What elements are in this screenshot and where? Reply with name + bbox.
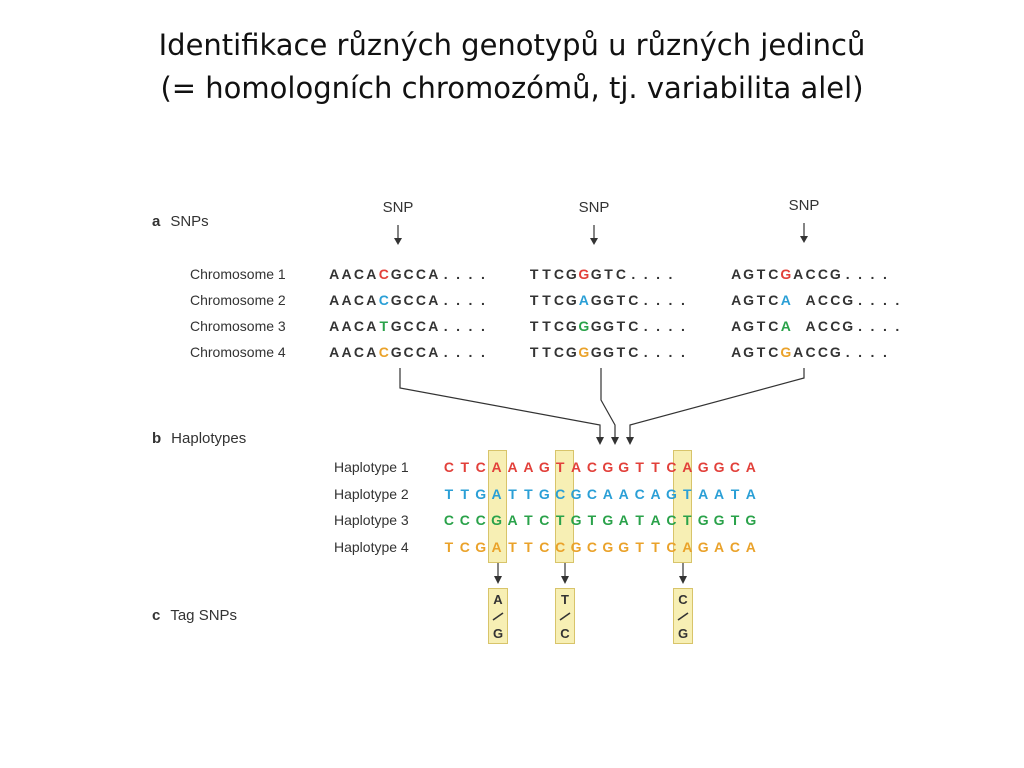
snp-column-highlight-1 (488, 450, 507, 563)
tag-snp-2-top: T (561, 592, 569, 607)
snp-label-3: SNP (788, 197, 820, 214)
snp-label-1: SNP (382, 199, 414, 216)
tag-snp-1-top: A (493, 592, 503, 607)
chromosome-label: Chromosome 3 (190, 318, 286, 334)
chromosome-label: Chromosome 4 (190, 344, 286, 360)
chromosome-label: Chromosome 2 (190, 292, 286, 308)
title-line-2: (= homologních chromozómů, tj. variabili… (160, 71, 864, 105)
snp-column-highlight-3 (673, 450, 692, 563)
connector-line-1 (399, 368, 601, 440)
snp-arrowhead-2 (590, 238, 598, 245)
haplotype-label: Haplotype 1 (334, 459, 409, 475)
snp-label-2: SNP (578, 199, 610, 216)
chromosome-label: Chromosome 1 (190, 266, 286, 282)
page-title: Identifikace různých genotypů u různých … (0, 24, 1024, 110)
haplotype-label: Haplotype 3 (334, 512, 409, 528)
haplotype-label: Haplotype 4 (334, 539, 409, 555)
snp-arrowhead-1 (394, 238, 402, 245)
connector-line-2 (600, 368, 616, 440)
snp-column-highlight-2 (555, 450, 574, 563)
title-line-1: Identifikace různých genotypů u různých … (158, 28, 866, 62)
haplotype-label: Haplotype 2 (334, 486, 409, 502)
tag-snp-1-bottom: G (492, 626, 504, 641)
snp-arrowhead-3 (800, 236, 808, 243)
tag-snp-3-top: C (678, 592, 688, 607)
tag-snp-2-bottom: C (560, 626, 570, 641)
connector-line-3 (629, 368, 805, 440)
tag-snp-3-bottom: G (677, 626, 689, 641)
